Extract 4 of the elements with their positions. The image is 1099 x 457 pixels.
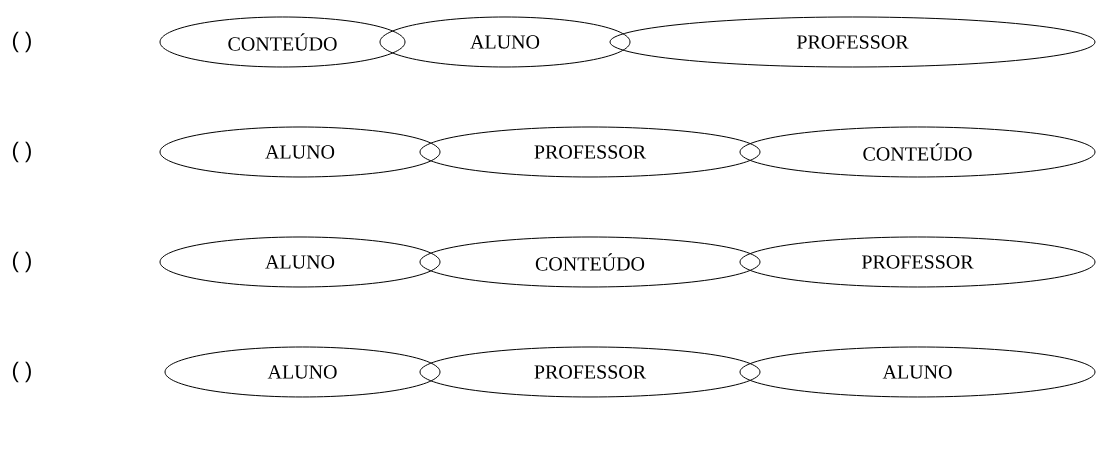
answer-brackets: ( ) xyxy=(12,251,31,273)
answer-brackets: ( ) xyxy=(12,141,31,163)
answer-brackets: ( ) xyxy=(12,31,31,53)
answer-brackets: ( ) xyxy=(12,361,31,383)
